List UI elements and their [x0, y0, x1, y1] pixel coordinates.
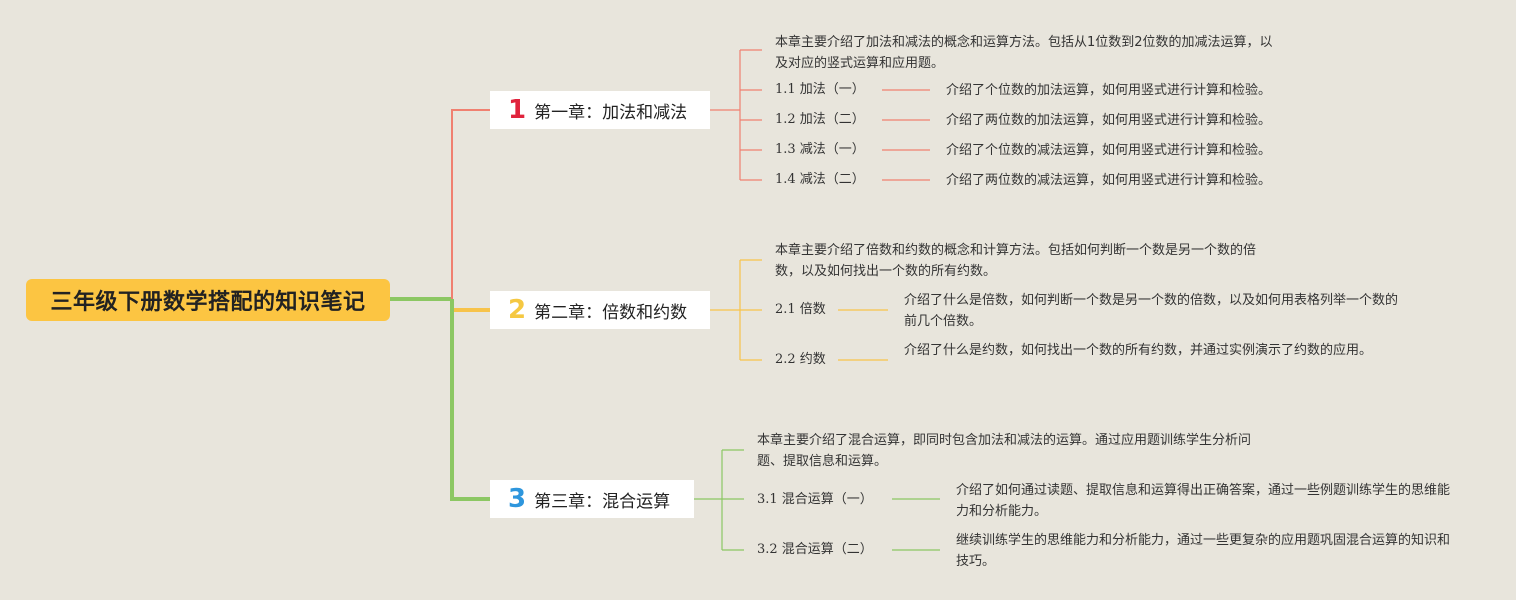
- chapter-3-subtree-lines: [694, 449, 940, 551]
- section-1-3-label[interactable]: 1.3 减法（一）: [775, 142, 865, 157]
- chapter-2-topic[interactable]: 2 第二章：倍数和约数: [490, 291, 710, 329]
- section-1-2-desc[interactable]: 介绍了两位数的加法运算，如何用竖式进行计算和检验。: [946, 113, 1272, 128]
- number-3-icon: 3: [508, 484, 527, 514]
- section-3-1-label[interactable]: 3.1 混合运算（一）: [757, 492, 873, 507]
- section-1-2-label[interactable]: 1.2 加法（二）: [775, 112, 865, 127]
- number-1-icon: 1: [508, 95, 527, 125]
- section-1-4-label[interactable]: 1.4 减法（二）: [775, 172, 865, 187]
- branch-3-line: [450, 299, 490, 501]
- section-3-2-desc[interactable]: 继续训练学生的思维能力和分析能力，通过一些更复杂的应用题巩固混合运算的知识和技巧…: [956, 533, 1451, 569]
- section-1-4-desc[interactable]: 介绍了两位数的减法运算，如何用竖式进行计算和检验。: [946, 173, 1272, 188]
- chapter-1-subtree-lines: [710, 49, 930, 181]
- chapter-3-topic[interactable]: 3 第三章：混合运算: [490, 480, 694, 518]
- section-2-2-label[interactable]: 2.2 约数: [775, 352, 826, 367]
- section-1-1-label[interactable]: 1.1 加法（一）: [775, 82, 865, 97]
- chapter-2-title: 第二章：倍数和约数: [534, 302, 688, 323]
- chapter-1-title: 第一章：加法和减法: [534, 102, 688, 123]
- section-1-3-desc[interactable]: 介绍了个位数的减法运算，如何用竖式进行计算和检验。: [946, 143, 1272, 158]
- chapter-3-summary[interactable]: 本章主要介绍了混合运算，即同时包含加法和减法的运算。通过应用题训练学生分析问题、…: [757, 433, 1252, 469]
- section-1-1-desc[interactable]: 介绍了个位数的加法运算，如何用竖式进行计算和检验。: [946, 83, 1272, 98]
- chapter-1-summary[interactable]: 本章主要介绍了加法和减法的概念和运算方法。包括从1位数到2位数的加减法运算，以及…: [775, 35, 1273, 71]
- chapter-1-topic[interactable]: 1 第一章：加法和减法: [490, 91, 710, 129]
- section-2-1-desc[interactable]: 介绍了什么是倍数，如何判断一个数是另一个数的倍数，以及如何用表格列举一个数的前几…: [904, 293, 1399, 329]
- root-topic[interactable]: 三年级下册数学搭配的知识笔记: [26, 279, 390, 321]
- section-3-1-desc[interactable]: 介绍了如何通过读题、提取信息和运算得出正确答案，通过一些例题训练学生的思维能力和…: [956, 483, 1451, 519]
- section-2-2-desc[interactable]: 介绍了什么是约数，如何找出一个数的所有约数，并通过实例演示了约数的应用。: [904, 343, 1373, 358]
- chapter-2-summary[interactable]: 本章主要介绍了倍数和约数的概念和计算方法。包括如何判断一个数是另一个数的倍数，以…: [775, 243, 1257, 279]
- section-3-2-label[interactable]: 3.2 混合运算（二）: [757, 542, 873, 557]
- root-title: 三年级下册数学搭配的知识笔记: [50, 290, 366, 315]
- number-2-icon: 2: [508, 295, 527, 325]
- chapter-2-subtree-lines: [710, 259, 888, 361]
- section-2-1-label[interactable]: 2.1 倍数: [775, 302, 826, 317]
- chapter-3-title: 第三章：混合运算: [534, 491, 671, 512]
- branch-1-line: [451, 109, 490, 299]
